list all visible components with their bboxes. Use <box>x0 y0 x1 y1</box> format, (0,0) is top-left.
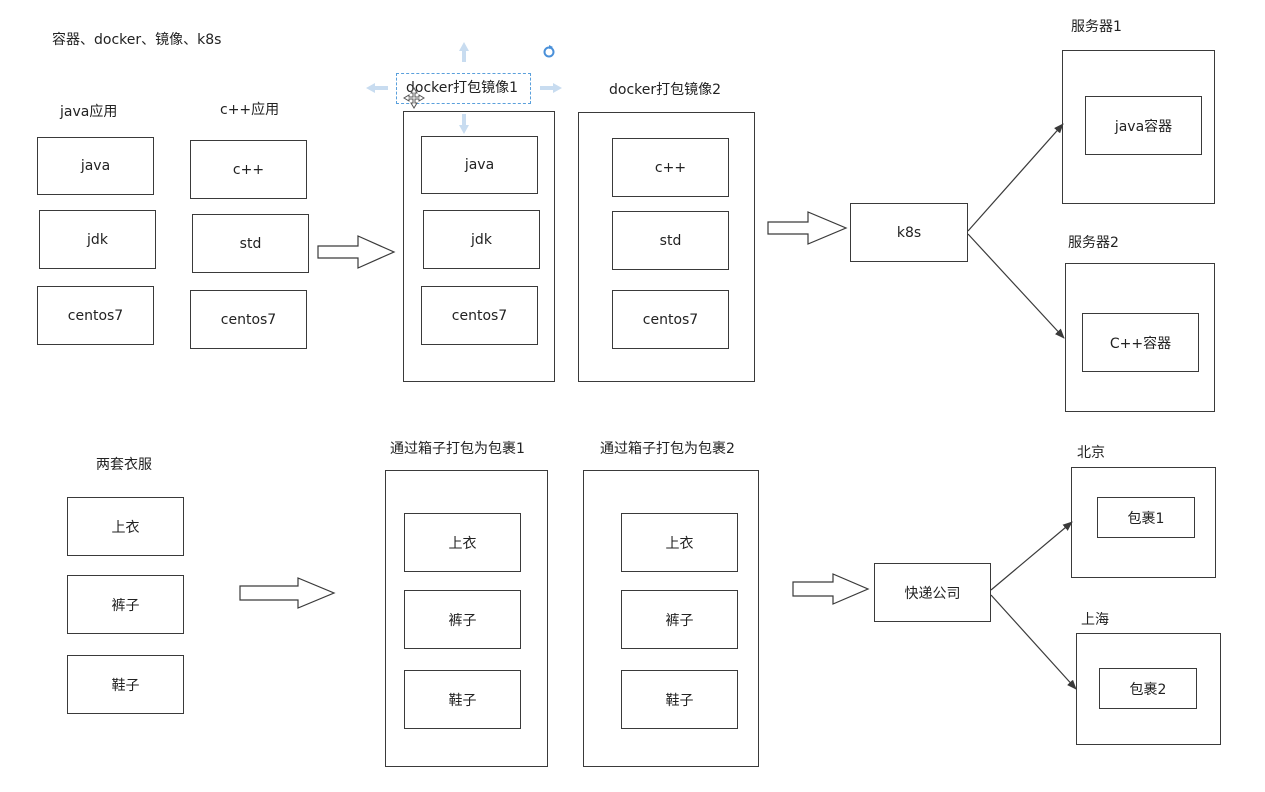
cpp-app-centos-box[interactable]: centos7 <box>190 290 307 349</box>
move-cursor-icon <box>403 87 425 109</box>
k8s-to-server2-connector <box>967 233 1065 339</box>
courier-to-shanghai-connector <box>990 594 1077 690</box>
server2-label: 服务器2 <box>1068 235 1119 251</box>
java-app-java-box[interactable]: java <box>37 137 154 195</box>
move-handle-up-icon[interactable] <box>459 42 469 62</box>
cpp-app-std-box[interactable]: std <box>192 214 309 273</box>
image2-label: docker打包镜像2 <box>609 82 722 98</box>
package2-container[interactable] <box>583 470 759 767</box>
cpp-app-cpp-box[interactable]: c++ <box>190 140 307 199</box>
package2-shirt-box[interactable]: 上衣 <box>621 513 738 572</box>
image1-centos-box[interactable]: centos7 <box>421 286 538 345</box>
server1-java-container-box[interactable]: java容器 <box>1085 96 1202 155</box>
package1-pants-box[interactable]: 裤子 <box>404 590 521 649</box>
courier-to-beijing-connector <box>990 521 1073 591</box>
image1-java-box[interactable]: java <box>421 136 538 194</box>
server2-cpp-container-box[interactable]: C++容器 <box>1082 313 1199 372</box>
clothes-pants-box[interactable]: 裤子 <box>67 575 184 634</box>
image1-label[interactable]: docker打包镜像1 <box>406 80 519 96</box>
server2-container[interactable] <box>1065 263 1215 412</box>
server1-label: 服务器1 <box>1071 19 1122 35</box>
image2-container[interactable] <box>578 112 755 382</box>
image2-centos-box[interactable]: centos7 <box>612 290 729 349</box>
clothes-shirt-box[interactable]: 上衣 <box>67 497 184 556</box>
cpp-app-label: c++应用 <box>220 102 280 118</box>
city1-label: 北京 <box>1077 445 1105 461</box>
block-arrow-to-package <box>239 577 336 609</box>
image2-std-box[interactable]: std <box>612 211 729 270</box>
package2-label: 通过箱子打包为包裹2 <box>600 441 735 457</box>
package2-shoes-box[interactable]: 鞋子 <box>621 670 738 729</box>
selection-frame[interactable] <box>396 73 531 104</box>
city2-label: 上海 <box>1081 612 1109 628</box>
image2-cpp-box[interactable]: c++ <box>612 138 729 197</box>
block-arrow-to-k8s <box>767 211 848 245</box>
java-app-jdk-box[interactable]: jdk <box>39 210 156 269</box>
k8s-box[interactable]: k8s <box>850 203 968 262</box>
move-handle-down-icon[interactable] <box>459 114 469 134</box>
page-title: 容器、docker、镜像、k8s <box>52 32 222 48</box>
package2-pants-box[interactable]: 裤子 <box>621 590 738 649</box>
clothes-shoes-box[interactable]: 鞋子 <box>67 655 184 714</box>
courier-box[interactable]: 快递公司 <box>874 563 991 622</box>
image1-jdk-box[interactable]: jdk <box>423 210 540 269</box>
java-app-centos-box[interactable]: centos7 <box>37 286 154 345</box>
rotate-handle-icon[interactable] <box>543 45 555 58</box>
package1-label: 通过箱子打包为包裹1 <box>390 441 525 457</box>
block-arrow-to-image <box>317 235 396 269</box>
block-arrow-to-courier <box>792 573 870 605</box>
move-handle-left-icon[interactable] <box>366 83 388 93</box>
move-handle-right-icon[interactable] <box>540 83 562 93</box>
java-app-label: java应用 <box>60 104 118 120</box>
city2-package-box[interactable]: 包裹2 <box>1099 668 1197 709</box>
city1-package-box[interactable]: 包裹1 <box>1097 497 1195 538</box>
image1-container[interactable] <box>403 111 555 382</box>
package1-shoes-box[interactable]: 鞋子 <box>404 670 521 729</box>
package1-shirt-box[interactable]: 上衣 <box>404 513 521 572</box>
clothes-label: 两套衣服 <box>96 457 152 473</box>
k8s-to-server1-connector <box>967 123 1064 232</box>
move-handles[interactable] <box>366 42 562 134</box>
package1-container[interactable] <box>385 470 548 767</box>
